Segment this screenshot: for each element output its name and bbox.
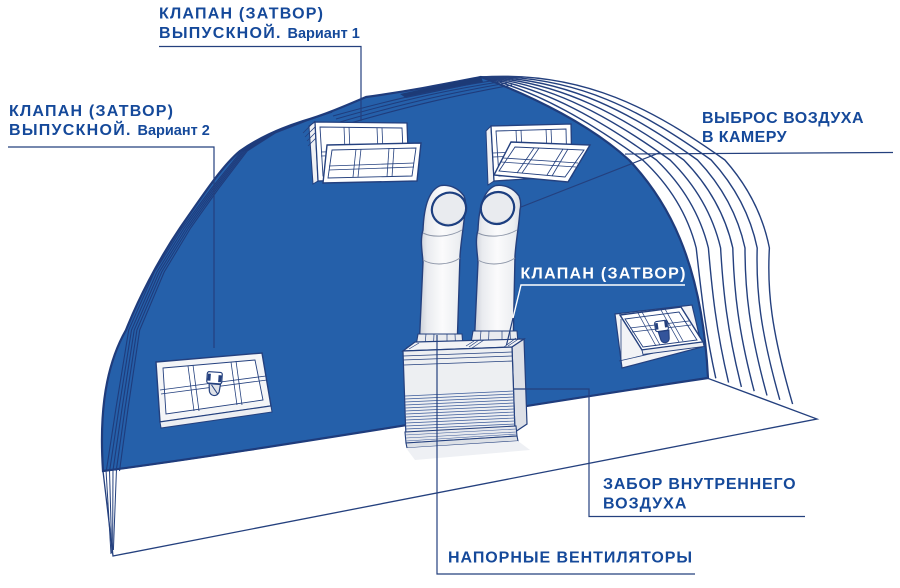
svg-text:ВЫПУСКНОЙ. Вариант 1: ВЫПУСКНОЙ. Вариант 1 (159, 23, 360, 42)
svg-text:НАПОРНЫЕ ВЕНТИЛЯТОРЫ: НАПОРНЫЕ ВЕНТИЛЯТОРЫ (448, 550, 693, 567)
svg-text:КЛАПАН (ЗАТВОР): КЛАПАН (ЗАТВОР) (159, 6, 324, 23)
svg-text:КЛАПАН (ЗАТВОР): КЛАПАН (ЗАТВОР) (521, 266, 687, 283)
svg-text:ВОЗДУХА: ВОЗДУХА (603, 495, 687, 512)
svg-text:ЗАБОР ВНУТРЕННЕГО: ЗАБОР ВНУТРЕННЕГО (603, 476, 796, 493)
svg-text:ВЫБРОС ВОЗДУХА: ВЫБРОС ВОЗДУХА (702, 110, 864, 127)
svg-text:ВЫПУСКНОЙ. Вариант 2: ВЫПУСКНОЙ. Вариант 2 (9, 120, 210, 139)
svg-text:В КАМЕРУ: В КАМЕРУ (702, 129, 788, 146)
svg-text:КЛАПАН (ЗАТВОР): КЛАПАН (ЗАТВОР) (9, 103, 174, 120)
